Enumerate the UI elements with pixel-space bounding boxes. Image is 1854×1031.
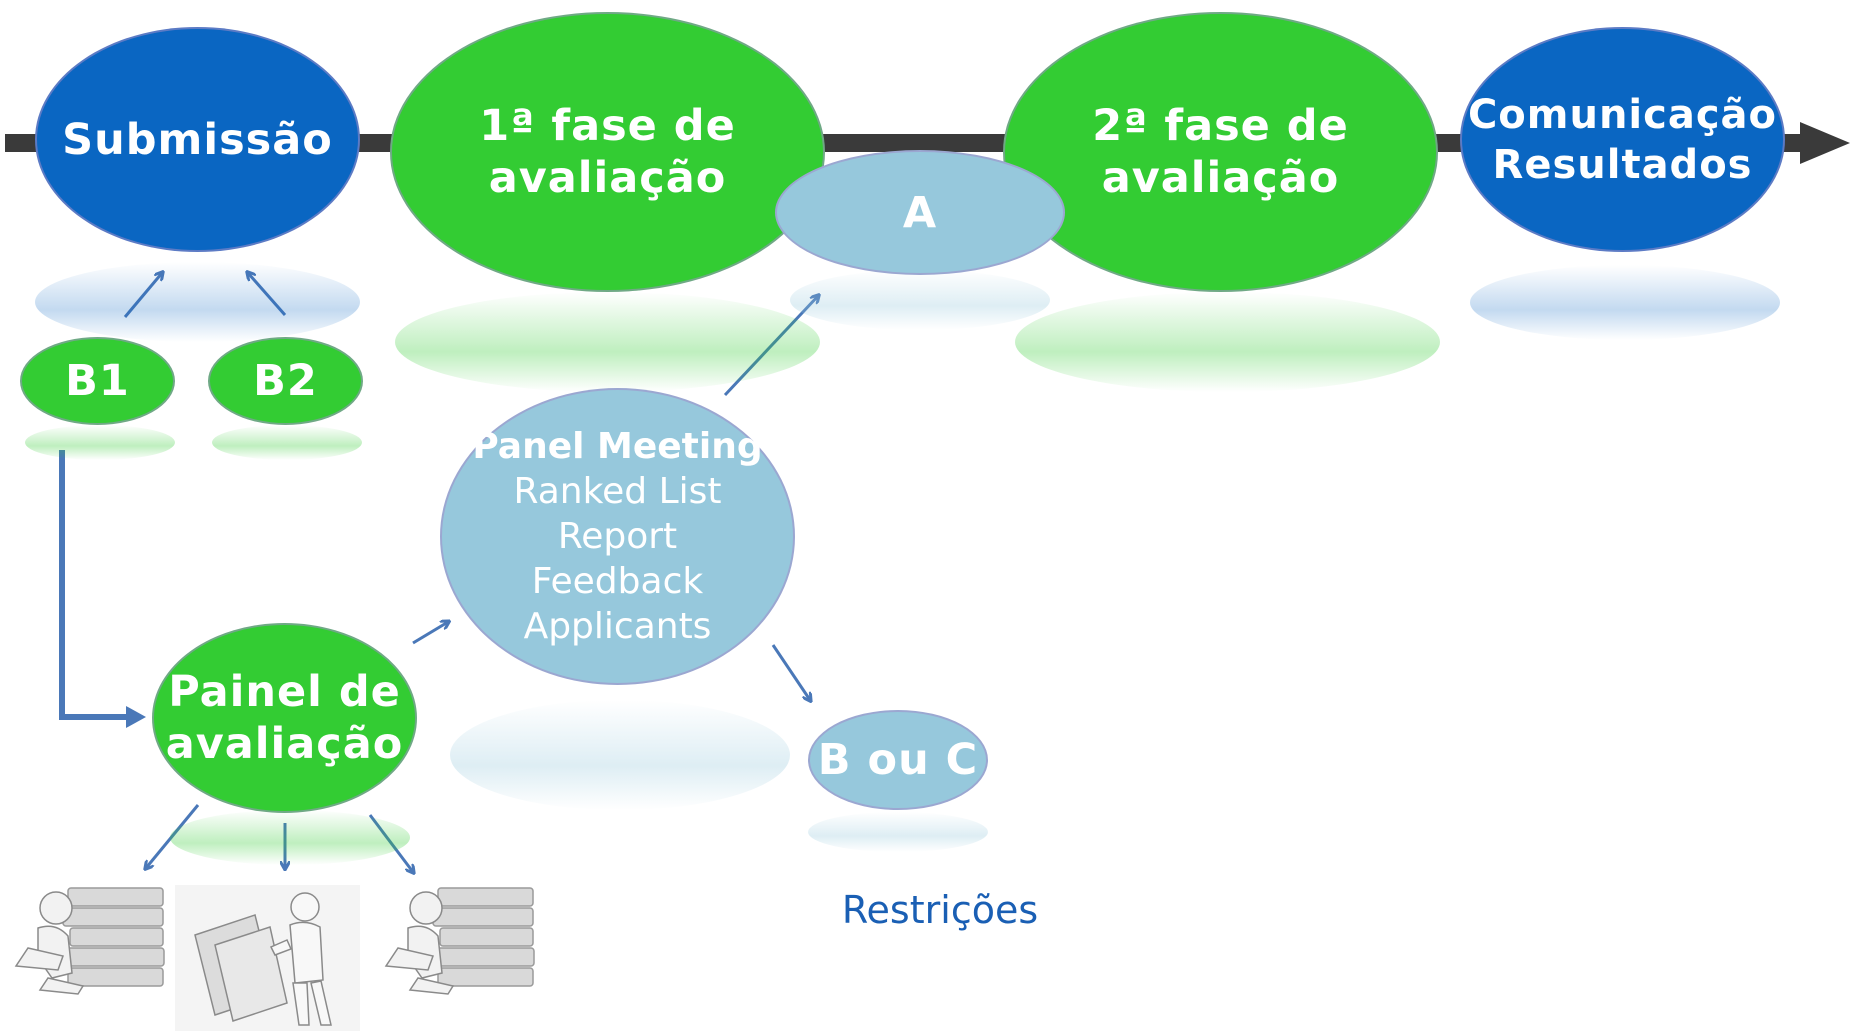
- fase1-node: 1ª fase de avaliação: [390, 12, 825, 292]
- b1-reflection: [25, 425, 175, 460]
- submissao-reflection: [35, 262, 360, 342]
- outcome-a-node: A: [775, 150, 1065, 275]
- arrow-b1-submissao: [123, 273, 162, 318]
- b2-node: B2: [208, 337, 363, 425]
- painel-label-line2: avaliação: [165, 719, 404, 769]
- meeting-reflection: [450, 700, 790, 810]
- outcome-bc-node: B ou C: [808, 710, 988, 810]
- outcome-bc-label: B ou C: [817, 735, 979, 785]
- comunicacao-label-line2: Resultados: [1492, 141, 1753, 188]
- arrow-b2-submissao: [248, 273, 287, 316]
- comunicacao-label-line1: Comunicação: [1467, 91, 1778, 138]
- fase1-label-line2: avaliação: [488, 153, 727, 203]
- fase2-label-line1: 2ª fase de: [1092, 101, 1349, 151]
- fase2-label-line2: avaliação: [1101, 153, 1340, 203]
- panel-meeting-item: Report: [557, 516, 678, 557]
- submissao-label: Submissão: [62, 114, 333, 165]
- panel-meeting-item: Applicants: [523, 606, 712, 647]
- outcome-a-label: A: [902, 187, 938, 238]
- comunicacao-reflection: [1470, 265, 1780, 340]
- arrow-meeting-a: [723, 296, 818, 397]
- a-reflection: [790, 270, 1050, 330]
- arrow-painel-reviewer-1: [146, 804, 200, 868]
- submissao-node: Submissão: [35, 27, 360, 252]
- arrow-painel-reviewer-3: [368, 814, 413, 872]
- b2-label: B2: [253, 356, 318, 406]
- fase1-label-line1: 1ª fase de: [479, 101, 736, 151]
- panel-meeting-title: Panel Meeting: [472, 426, 763, 467]
- fase2-reflection: [1015, 292, 1440, 392]
- panel-meeting-node: Panel Meeting Ranked List Report Feedbac…: [440, 388, 795, 685]
- painel-label-line1: Painel de: [168, 667, 401, 717]
- reviewer-reading-books-icon: [14, 887, 165, 995]
- fase2-node: 2ª fase de avaliação: [1003, 12, 1438, 292]
- painel-node: Painel de avaliação: [152, 623, 417, 813]
- b1-label: B1: [65, 356, 130, 406]
- reviewer-holding-book-icon: [175, 885, 360, 1031]
- b1-node: B1: [20, 337, 175, 425]
- arrow-meeting-bc: [771, 644, 810, 700]
- panel-meeting-item: Feedback: [531, 561, 704, 602]
- arrow-painel-meeting: [412, 622, 448, 645]
- comunicacao-node: Comunicação Resultados: [1460, 27, 1785, 252]
- panel-meeting-item: Ranked List: [513, 471, 722, 512]
- bc-reflection: [808, 812, 988, 852]
- fase1-reflection: [395, 292, 820, 392]
- arrow-b1-painel: [59, 450, 146, 728]
- reviewer-reading-books-icon: [384, 887, 535, 995]
- restricoes-note: Restrições: [841, 888, 1039, 932]
- painel-reflection: [170, 810, 410, 865]
- b2-reflection: [212, 425, 362, 460]
